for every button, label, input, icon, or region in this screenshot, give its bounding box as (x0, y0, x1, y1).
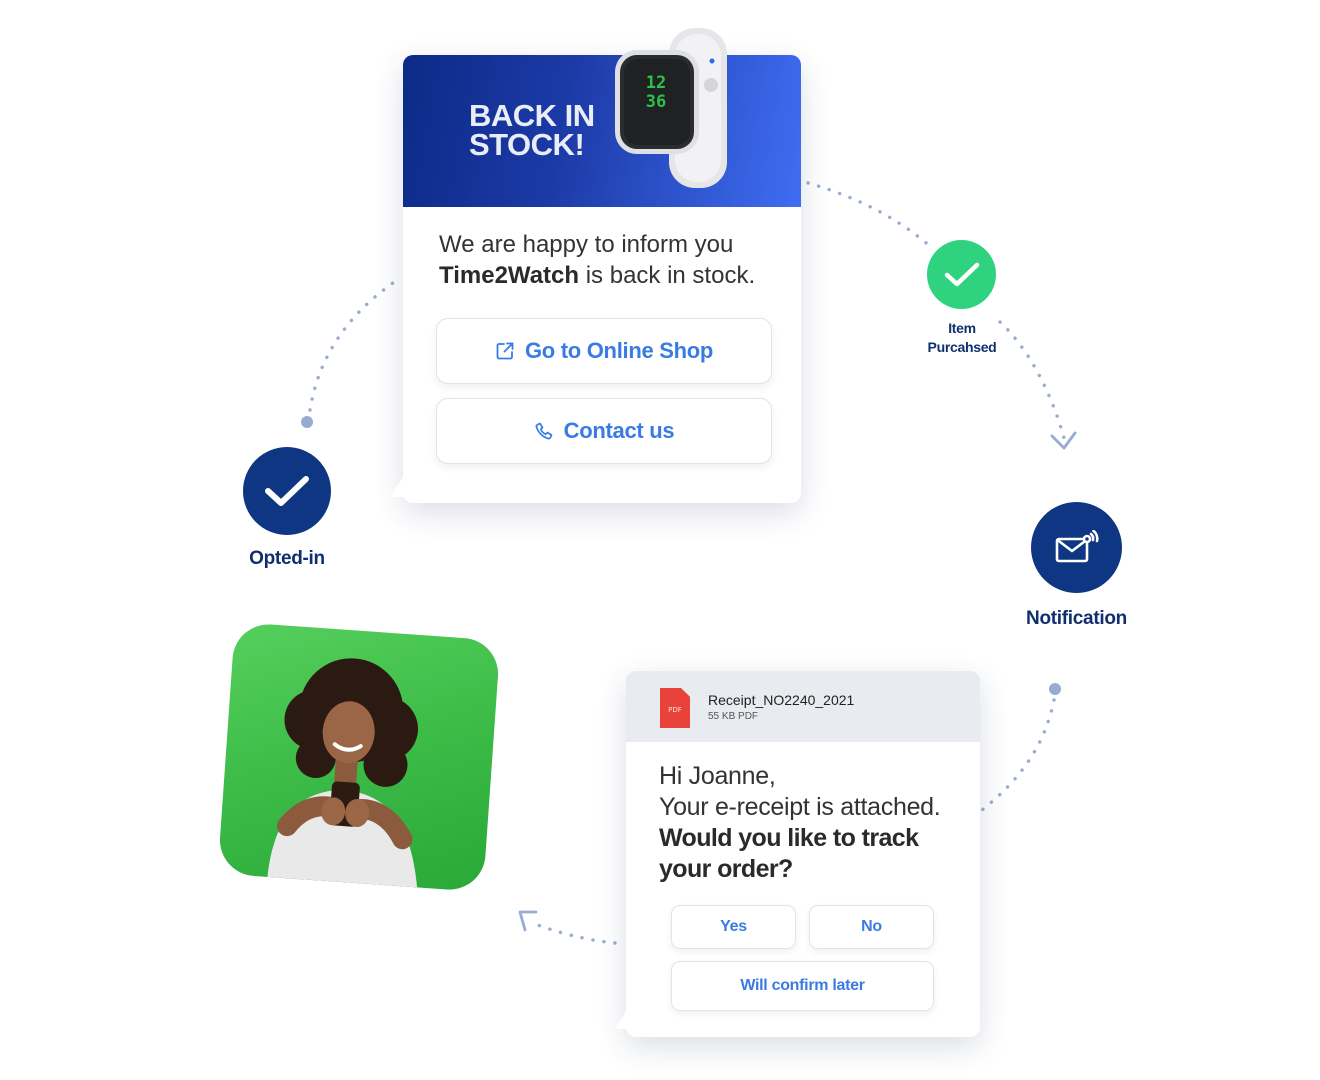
notification-end-dot (1049, 683, 1061, 695)
notification-badge (1031, 502, 1122, 593)
banner-title: BACK IN STOCK! (469, 98, 595, 162)
opted-in-badge (243, 447, 331, 535)
no-button[interactable]: No (809, 905, 934, 949)
envelope-signal-icon (1055, 529, 1099, 562)
confirm-later-label: Will confirm later (740, 977, 865, 994)
confirm-later-button[interactable]: Will confirm later (671, 961, 934, 1011)
arrow-left-head (518, 910, 538, 932)
receipt-attachment[interactable]: PDF Receipt_NO2240_2021 55 KB PDF (626, 671, 980, 742)
pdf-file-icon: PDF (660, 688, 690, 728)
item-purchased-label: Item Purcahsed (927, 320, 997, 355)
pdf-badge-text: PDF (668, 706, 682, 714)
track-order-question: Would you like to track your order? (659, 824, 919, 883)
check-icon (265, 476, 309, 506)
stock-message: We are happy to inform you Time2Watch is… (439, 229, 779, 291)
no-label: No (861, 918, 882, 935)
optin-end-dot (301, 416, 313, 428)
receipt-message: Hi Joanne, Your e-receipt is attached. W… (659, 761, 969, 885)
product-name: Time2Watch (439, 262, 580, 289)
connector-optin-to-card (308, 276, 402, 412)
back-in-stock-banner: BACK IN STOCK! 12 36 (403, 28, 801, 207)
go-to-shop-label: Go to Online Shop (525, 338, 713, 363)
file-meta: 55 KB PDF (708, 711, 759, 722)
watch-time-display: 12 36 (645, 73, 667, 112)
arrow-down-head (1050, 431, 1077, 450)
yes-label: Yes (720, 918, 747, 935)
receipt-greeting: Hi Joanne, (659, 762, 776, 790)
item-purchased-badge (927, 240, 996, 309)
stock-message-rest: is back in stock. (579, 262, 756, 289)
opted-in-label: Opted-in (249, 548, 325, 569)
receipt-line2: Your e-receipt is attached. (659, 793, 941, 821)
smartwatch-image: 12 36 (609, 28, 739, 190)
woman-with-phone-illustration (267, 658, 419, 888)
customer-photo (217, 622, 501, 892)
phone-icon (535, 422, 553, 440)
yes-button[interactable]: Yes (671, 905, 796, 949)
back-in-stock-card: BACK IN STOCK! 12 36 We are happy to inf… (390, 28, 801, 503)
connector-card-to-purchased (806, 181, 934, 250)
contact-us-button[interactable]: Contact us (436, 398, 772, 464)
contact-us-label: Contact us (563, 418, 675, 443)
external-link-icon (496, 342, 514, 360)
check-icon (944, 262, 979, 286)
connector-purchased-to-notification (998, 320, 1066, 440)
go-to-shop-button[interactable]: Go to Online Shop (436, 318, 772, 384)
connector-receipt-to-photo (528, 920, 617, 945)
connector-notification-to-receipt (980, 698, 1056, 812)
receipt-card: PDF Receipt_NO2240_2021 55 KB PDF Hi Joa… (615, 671, 980, 1037)
notification-label: Notification (1026, 608, 1127, 629)
file-name: Receipt_NO2240_2021 (708, 692, 855, 708)
stock-message-line1: We are happy to inform you (439, 231, 734, 258)
